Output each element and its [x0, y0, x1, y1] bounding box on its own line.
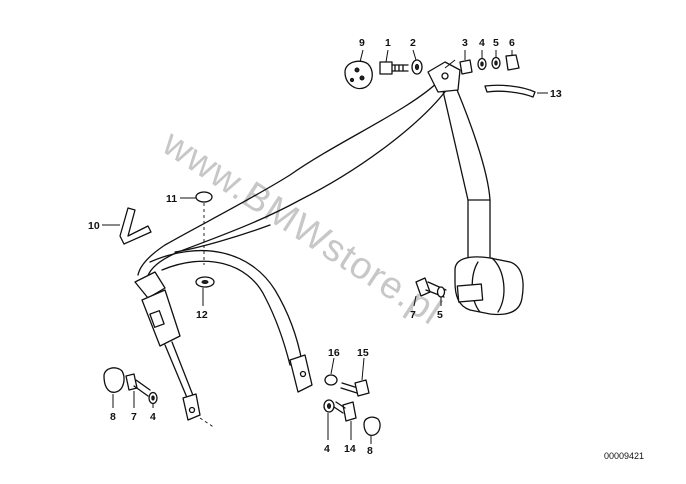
callout-2: 2 [410, 37, 416, 49]
part-10-bracket [119, 207, 152, 245]
part-2-washer [411, 59, 423, 75]
drawing-number: 00009421 [604, 451, 644, 461]
callout-11: 11 [166, 193, 177, 205]
callout-14: 14 [344, 443, 356, 455]
callout-4-upper: 4 [479, 37, 485, 49]
part-13-belt-guide [484, 84, 536, 98]
part-12-nut [195, 276, 215, 288]
buckle-tongue-assembly [134, 271, 216, 429]
callout-15: 15 [357, 347, 369, 359]
callout-7-retractor: 7 [410, 309, 416, 321]
callout-3: 3 [462, 37, 468, 49]
callout-4-lower: 4 [324, 443, 330, 455]
callout-16: 16 [328, 347, 340, 359]
callout-12: 12 [196, 309, 208, 321]
callout-4-left: 4 [150, 411, 156, 423]
part-8-cap-left [103, 367, 125, 393]
watermark-text: www.BMWstore.pl [154, 122, 449, 334]
part-4-washer-upper [477, 57, 487, 71]
part-4-washer-left [148, 391, 158, 405]
part-5-washer-retractor [436, 286, 446, 298]
leader-lines [102, 49, 548, 444]
callout-5-retractor: 5 [437, 309, 443, 321]
callout-13: 13 [550, 88, 562, 100]
callout-1: 1 [385, 37, 391, 49]
part-1-bolt [379, 61, 409, 75]
callout-5-upper: 5 [493, 37, 499, 49]
part-5-washer-upper [491, 56, 501, 70]
part-4-washer-lower [323, 399, 335, 413]
part-15-bolt [340, 379, 370, 397]
callout-8-right: 8 [367, 445, 373, 457]
part-14-bolt [333, 401, 357, 422]
callout-9: 9 [359, 37, 365, 49]
part-3-spacer [459, 59, 473, 75]
part-7-bolt-left [125, 373, 151, 397]
callout-10: 10 [88, 220, 100, 232]
callout-6: 6 [509, 37, 515, 49]
callout-7-left: 7 [131, 411, 137, 423]
upper-belt-guide [427, 59, 461, 93]
belt-retractor [454, 256, 524, 316]
part-9-cover-cap [344, 60, 373, 90]
shoulder-belt-strap [137, 79, 449, 279]
part-11-cap [195, 191, 213, 265]
callout-labels: 9 1 2 3 4 5 6 13 11 10 12 7 5 16 15 8 7 … [88, 37, 562, 457]
callout-8-left: 8 [110, 411, 116, 423]
retractor-belt [439, 77, 491, 263]
part-8-cap-right [363, 416, 381, 436]
lap-belt-strap [149, 250, 313, 393]
part-16-nut [324, 374, 338, 386]
part-6-nut [505, 54, 520, 71]
